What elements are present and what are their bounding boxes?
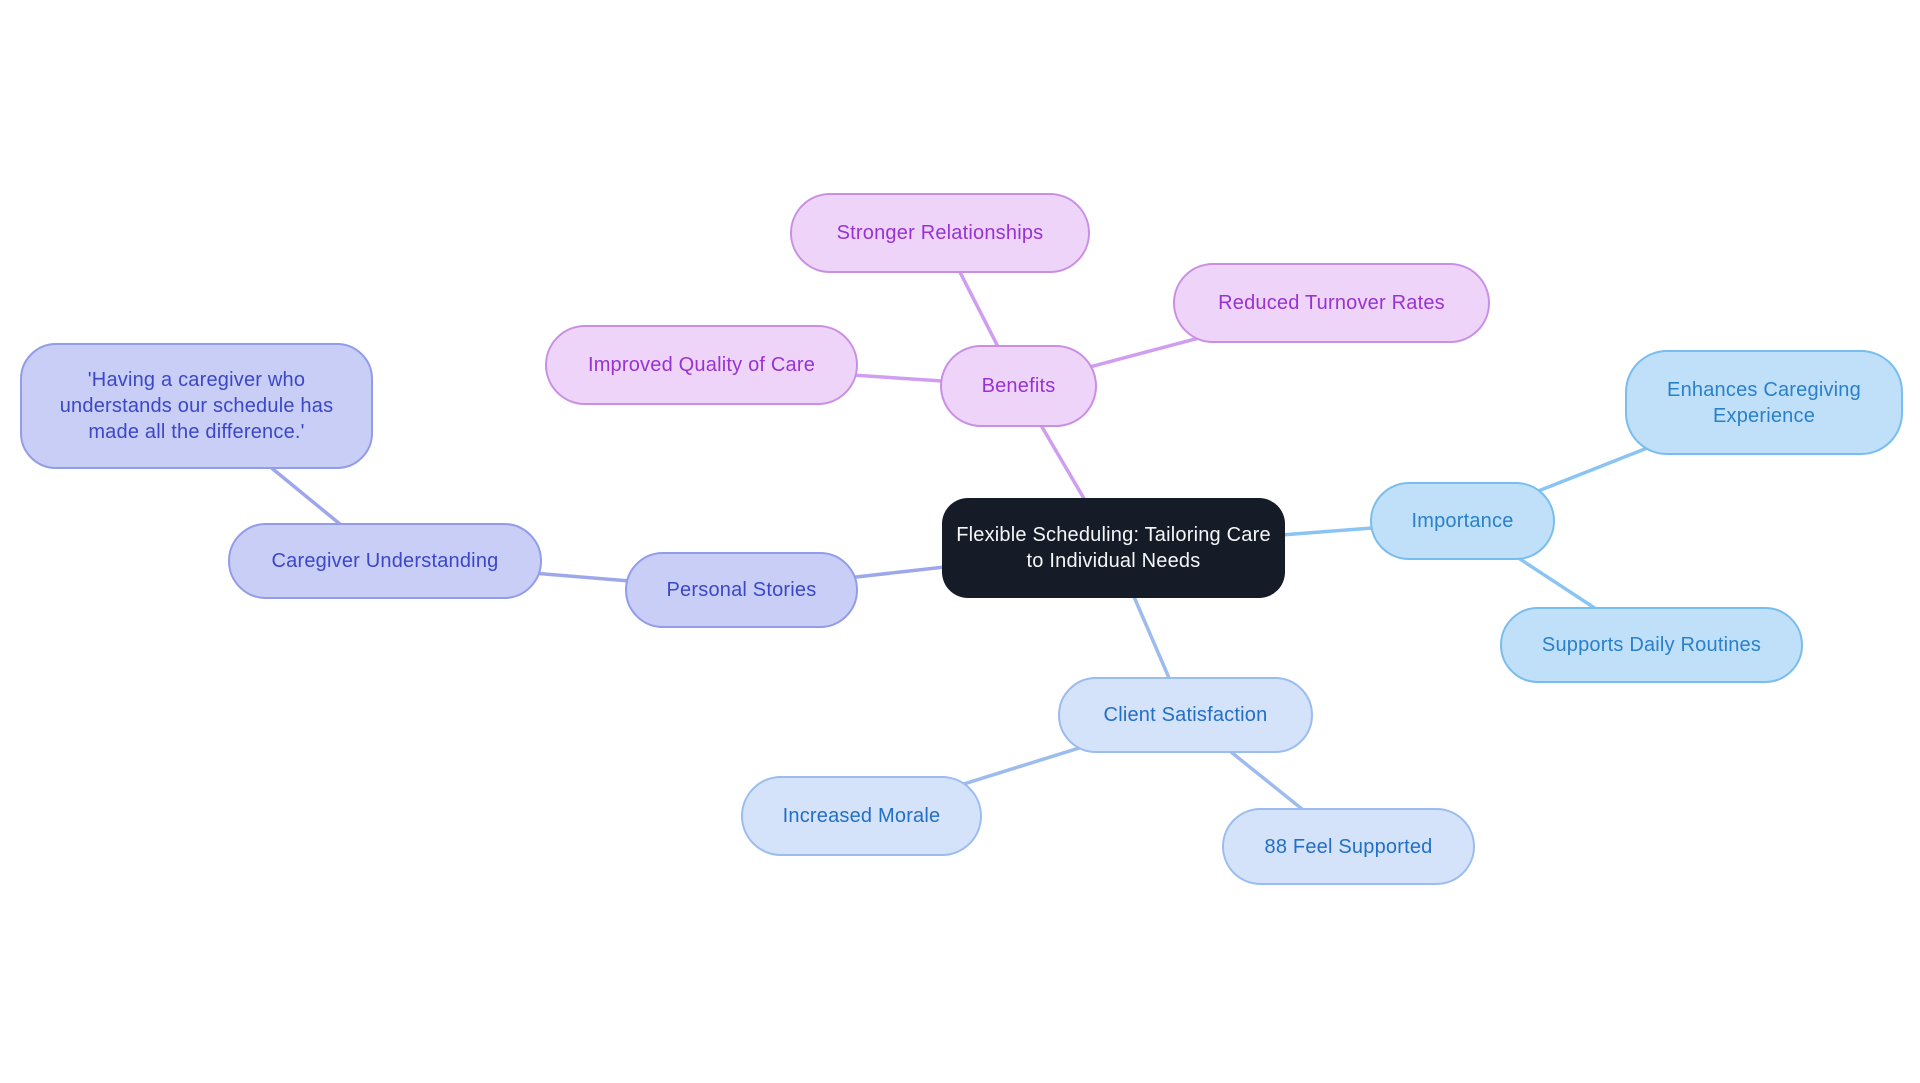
node-improved-quality-of-care[interactable]: Improved Quality of Care — [545, 325, 858, 405]
node-88-feel-supported[interactable]: 88 Feel Supported — [1222, 808, 1475, 885]
node-benefits[interactable]: Benefits — [940, 345, 1097, 427]
node-stronger-relationships[interactable]: Stronger Relationships — [790, 193, 1090, 273]
node-enhances-caregiving-experience[interactable]: Enhances Caregiving Experience — [1625, 350, 1903, 455]
node-personal-stories[interactable]: Personal Stories — [625, 552, 858, 628]
node-reduced-turnover-rates[interactable]: Reduced Turnover Rates — [1173, 263, 1490, 343]
node-central-topic[interactable]: Flexible Scheduling: Tailoring Care to I… — [942, 498, 1285, 598]
node-caregiver-understanding[interactable]: Caregiver Understanding — [228, 523, 542, 599]
node-client-satisfaction[interactable]: Client Satisfaction — [1058, 677, 1313, 753]
node-importance[interactable]: Importance — [1370, 482, 1555, 560]
node-caregiver-quote[interactable]: 'Having a caregiver who understands our … — [20, 343, 373, 469]
node-supports-daily-routines[interactable]: Supports Daily Routines — [1500, 607, 1803, 683]
node-increased-morale[interactable]: Increased Morale — [741, 776, 982, 856]
